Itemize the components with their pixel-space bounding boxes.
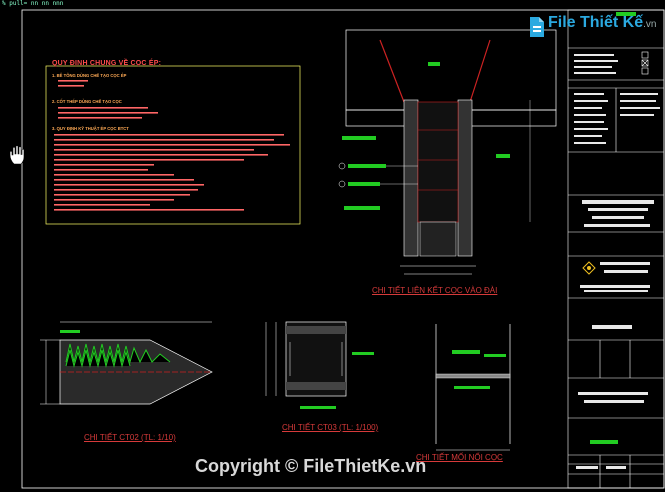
notes-body-lines <box>54 80 290 211</box>
company-logo-icon <box>582 261 596 275</box>
caption-ct02: CHI TIẾT CT02 (TL: 1/10) <box>84 433 176 442</box>
caption-ct03: CHI TIẾT CT03 (TL: 1/100) <box>282 423 379 432</box>
pile-cap-connection-detail <box>345 29 557 275</box>
copyright-watermark: Copyright © FileThietKe.vn <box>195 456 427 476</box>
ct03-detail <box>265 321 374 409</box>
pile-splice-detail <box>435 324 511 451</box>
title-block-checkboxes <box>641 51 649 75</box>
pile-callouts <box>338 136 418 210</box>
caption-pile-connection: CHI TIẾT LIÊN KẾT CỌC VÀO ĐÀI <box>372 286 498 295</box>
watermark-brand-main: File Thiết Kế <box>548 14 644 31</box>
title-block-green-marks <box>590 12 636 444</box>
watermark-brand-suffix: .vn <box>643 19 657 30</box>
filethietke-logo-icon <box>530 17 544 37</box>
app-top-label: % pull= nn nn nnn <box>2 0 64 7</box>
notes-heading-2: 2. CỐT THÉP DÙNG CHẾ TẠO CỌC <box>52 99 122 104</box>
watermark-brand: File Thiết Kế.vn <box>548 14 656 32</box>
caption-splice: CHI TIẾT MỐI NỐI CỌC <box>416 453 503 462</box>
notes-heading-3: 3. QUY ĐỊNH KỸ THUẬT ÉP CỌC BTCT <box>52 126 129 131</box>
title-block-text-blocks <box>574 54 660 469</box>
notes-heading-1: 1. BÊ TÔNG DÙNG CHẾ TẠO CỌC ÉP <box>52 73 127 78</box>
notes-box <box>45 65 301 225</box>
ct02-pile-tip-detail <box>40 321 213 405</box>
hand-icon <box>9 145 25 165</box>
notes-title: QUY ĐỊNH CHUNG VỀ CỌC ÉP: <box>52 60 162 67</box>
title-block <box>567 9 665 489</box>
